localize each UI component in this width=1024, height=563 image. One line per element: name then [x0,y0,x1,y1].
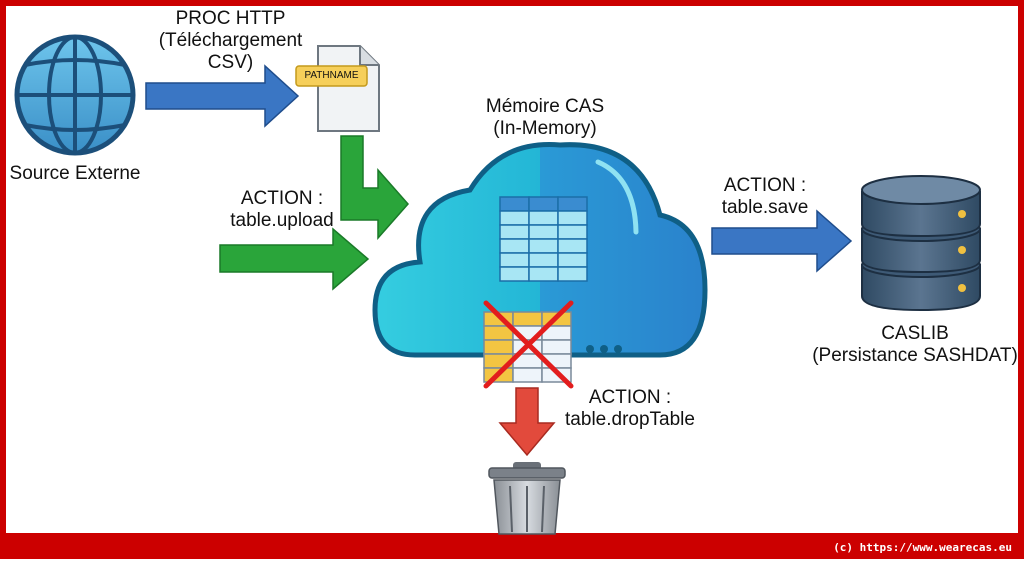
table-cell [557,196,588,212]
table-cell [557,224,588,240]
memory-table-icon [499,196,588,282]
save-arrow [711,209,853,273]
upload-label: ACTION : table.upload [212,188,352,232]
save-line1: ACTION : [723,175,807,196]
cas-line1: Mémoire CAS [485,96,605,117]
globe-icon [14,34,136,156]
table-cell [499,238,530,254]
caslib-line1: CASLIB [881,323,949,344]
table-cell [499,252,530,268]
footer-credit: (c) https://www.wearecas.eu [833,541,1012,554]
table-cell [528,210,559,226]
cas-line2: (In-Memory) [493,118,597,139]
table-cell [557,238,588,254]
upload-arrow [219,227,370,291]
table-cell [557,210,588,226]
http-download-arrow [145,64,300,128]
file-tag-label: PATHNAME [304,70,359,81]
cross-icon [483,300,574,389]
table-cell [528,196,559,212]
table-cell [499,210,530,226]
table-cell [528,266,559,282]
upload-line1: ACTION : [240,188,324,209]
caslib-line2: (Persistance SASHDAT) [812,345,1018,366]
caslib-label: CASLIB (Persistance SASHDAT) [812,323,1018,367]
table-cell [557,252,588,268]
table-cell [512,367,543,383]
database-icon [861,175,981,312]
drop-line2: table.dropTable [565,409,695,430]
table-cell [499,224,530,240]
proc-line1: PROC HTTP [175,8,286,29]
trash-icon [488,462,566,535]
save-label: ACTION : table.save [700,175,830,219]
table-cell [499,196,530,212]
table-cell [512,311,543,327]
table-cell [528,252,559,268]
cas-label: Mémoire CAS (In-Memory) [460,96,630,140]
table-cell [541,339,572,355]
table-cell [528,224,559,240]
table-cell [499,266,530,282]
proc-line3: CSV) [207,52,254,73]
proc-http-label: PROC HTTP (Téléchargement CSV) [148,8,313,74]
table-cell [528,238,559,254]
drop-label: ACTION : table.dropTable [555,387,705,431]
table-cell [557,266,588,282]
table-cell [483,339,514,355]
drop-arrow [498,387,556,457]
save-line2: table.save [721,197,809,218]
upload-arrow-bent [340,135,410,240]
drop-line1: ACTION : [588,387,672,408]
upload-line2: table.upload [230,210,334,231]
file-icon [295,45,380,132]
source-label: Source Externe [9,163,141,184]
proc-line2: (Téléchargement [158,30,303,51]
